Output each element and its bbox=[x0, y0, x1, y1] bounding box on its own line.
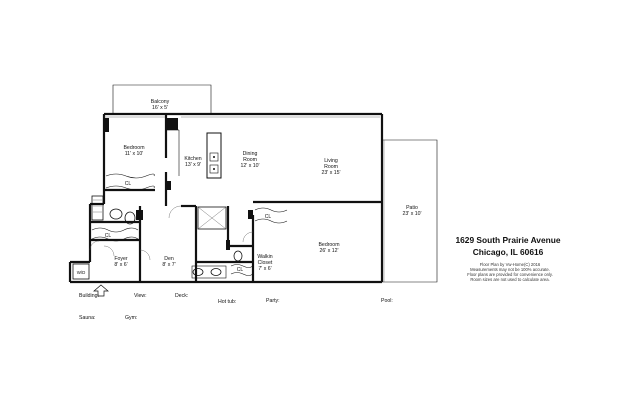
walkin-dims: 7' x 6' bbox=[258, 266, 271, 272]
master-bath-fixtures bbox=[191, 206, 243, 279]
credit-line4: Room sizes are not used to calculate are… bbox=[470, 277, 549, 282]
foyer-name: Foyer bbox=[114, 256, 128, 262]
living-dims: 23' x 15' bbox=[322, 170, 341, 176]
closet-label: CL bbox=[125, 181, 132, 187]
washer-dryer bbox=[72, 263, 90, 280]
legend-deck: Deck: bbox=[175, 293, 188, 299]
legend-pool: Pool: bbox=[381, 298, 393, 304]
legend-hottub: Hot tub: bbox=[218, 299, 236, 305]
closet-label: CL bbox=[265, 214, 272, 220]
fridge bbox=[166, 118, 178, 130]
legend-view: View: bbox=[134, 293, 147, 299]
living-name: Living bbox=[324, 158, 338, 164]
patio-dims: 23' x 10' bbox=[403, 211, 422, 217]
closet-hatches bbox=[91, 173, 288, 276]
patio-outline bbox=[382, 139, 438, 283]
foyer-dims: 8' x 6' bbox=[114, 262, 127, 268]
legend-party: Party: bbox=[266, 298, 280, 304]
den-name: Den bbox=[164, 256, 174, 262]
address-line1: 1629 South Prairie Avenue bbox=[455, 235, 560, 245]
dining-name2: Room bbox=[243, 157, 257, 163]
bedroom1-name: Bedroom bbox=[123, 145, 144, 151]
bedroom1-dims: 11' x 10' bbox=[125, 151, 144, 157]
column bbox=[105, 118, 109, 132]
kitchen-dims: 13' x 9' bbox=[185, 162, 201, 168]
legend-sauna: Sauna: bbox=[79, 315, 95, 321]
balcony-dims: 16' x 5' bbox=[152, 105, 168, 111]
dining-dims: 12' x 10' bbox=[241, 163, 260, 169]
credit-line2: Measurements may not be 100% accurate. bbox=[470, 267, 550, 272]
exterior-walls bbox=[68, 112, 384, 284]
door-swings bbox=[89, 205, 254, 261]
column bbox=[248, 210, 253, 219]
bedroom2-name: Bedroom bbox=[318, 242, 339, 248]
entry-arrow-icon bbox=[93, 284, 109, 297]
dining-name: Dining bbox=[243, 151, 258, 157]
closet-label: CL bbox=[237, 267, 244, 273]
kitchen-island bbox=[206, 132, 222, 179]
interior-walls bbox=[90, 114, 382, 282]
legend-building: Building: bbox=[79, 293, 99, 299]
washer-dryer-label: W/D bbox=[77, 270, 86, 275]
patio-name: Patio bbox=[406, 205, 418, 211]
walkin-name2: Closet bbox=[258, 260, 273, 266]
column bbox=[136, 210, 143, 220]
legend-gym: Gym: bbox=[125, 315, 137, 321]
bathroom-fixtures bbox=[91, 195, 136, 225]
column bbox=[165, 181, 171, 190]
column bbox=[226, 240, 230, 250]
balcony-name: Balcony bbox=[151, 99, 170, 105]
credit-line3: Floor plans are provided for convenience… bbox=[467, 272, 553, 277]
living-name2: Room bbox=[324, 164, 338, 170]
bedroom2-dims: 26' x 12' bbox=[320, 248, 339, 254]
walkin-name: Walkin bbox=[257, 254, 272, 260]
address-line2: Chicago, IL 60616 bbox=[473, 247, 544, 257]
credit-line1: Floor Plan by Vw-Home(C) 2016 bbox=[480, 262, 541, 267]
balcony-outline bbox=[112, 84, 212, 114]
closet-label: CL bbox=[105, 233, 112, 239]
kitchen-name: Kitchen bbox=[184, 156, 201, 162]
den-dims: 8' x 7' bbox=[162, 262, 175, 268]
